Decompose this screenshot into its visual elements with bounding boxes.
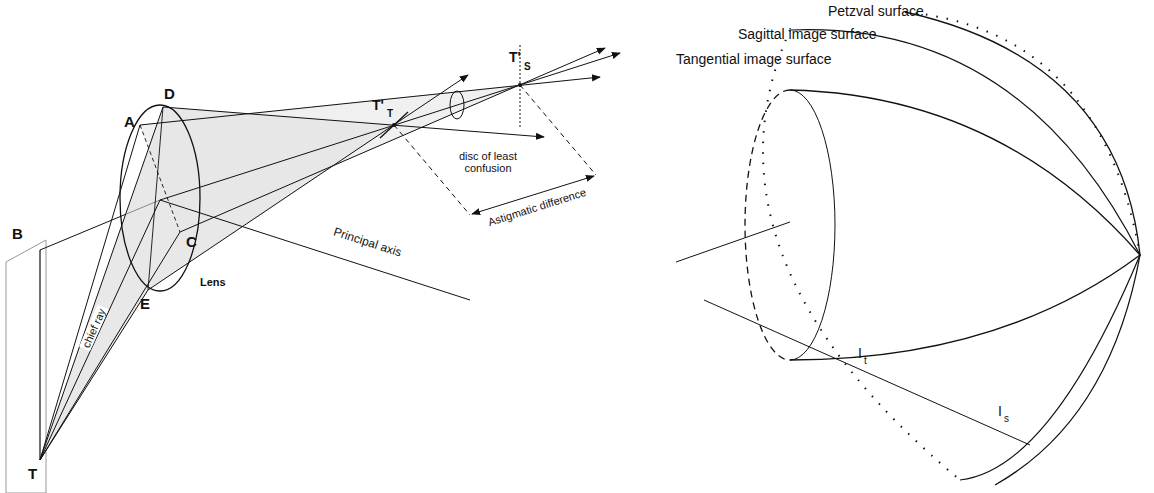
point-label: I [858,346,862,361]
annotation-label: disc of least confusion [446,150,530,174]
object-plane [6,240,46,493]
surface-rim [745,90,790,360]
point-label: C [186,234,197,251]
focal-line [380,112,408,138]
principal-axis [160,200,470,300]
point-subscript: T [387,108,393,119]
axis-line [676,222,790,262]
lens-diameter [140,125,180,232]
surface-label: Tangential image surface [676,52,832,67]
axis-line [704,300,1030,445]
petzval-surface [905,12,1140,485]
point-label: T [28,466,37,483]
point-label: D [164,86,175,103]
extension-line [394,125,470,215]
surface-label: Petzval surface [828,4,924,19]
point-label: T' [372,98,384,113]
axis-label: Principal axis [329,225,404,261]
sagittal-surface [790,30,1140,480]
incident-rays [40,107,180,460]
focus-point [518,83,522,87]
surface-rim [790,90,835,360]
point-label: A [124,114,135,131]
object-line [39,250,40,460]
disc-of-least-confusion [450,91,464,119]
point-label: I [998,404,1002,419]
point-subscript: S [524,61,531,72]
refracted-rays [140,48,620,290]
part-label: Lens [200,276,226,288]
point-label: B [12,226,23,243]
petzval-rim [905,12,1140,255]
focus-point [392,123,396,127]
point-label: E [140,296,150,313]
point-label: T' [509,50,521,65]
surface-label: Sagittal image surface [738,27,877,42]
sagittal-rim [763,30,960,480]
point-subscript: s [1004,413,1009,424]
extension-line [520,85,596,175]
dimension-label: Astigmatic difference [485,185,590,229]
point-subscript: t [864,355,867,366]
tangential-surface [790,90,1140,360]
